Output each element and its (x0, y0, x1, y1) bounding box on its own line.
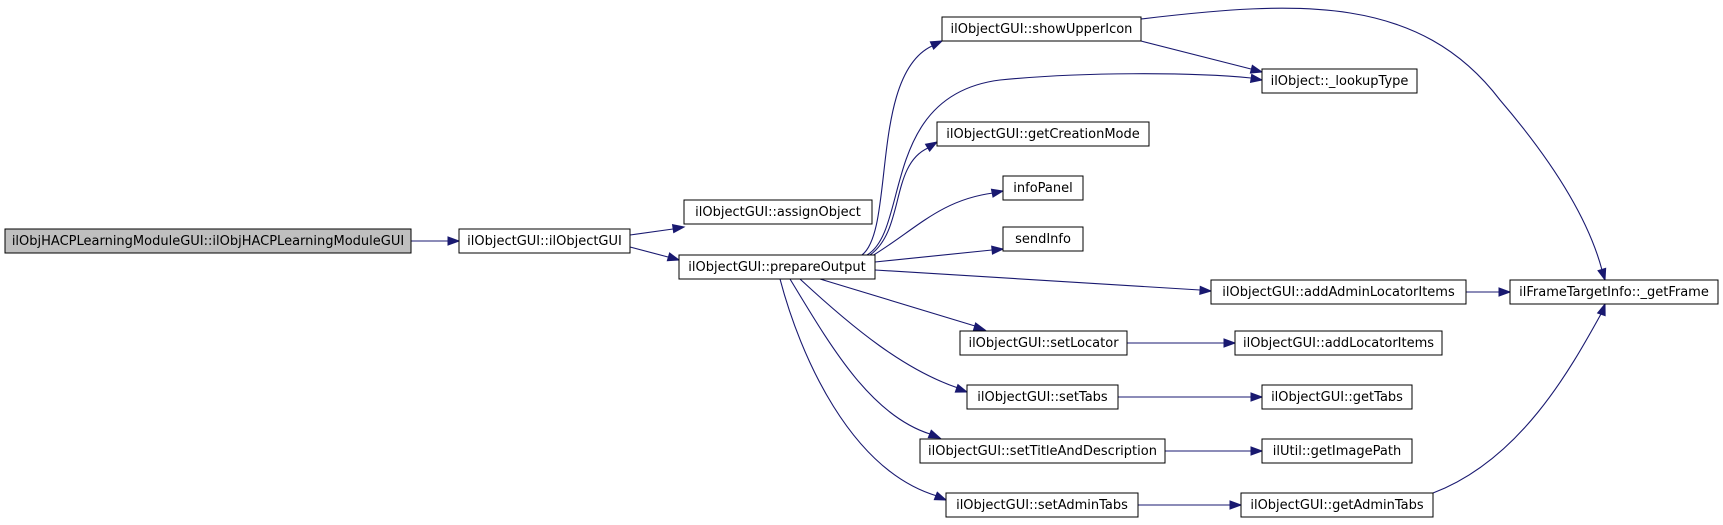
node-lookupType-label: ilObject::_lookupType (1271, 74, 1409, 89)
node-setTitle-label: ilObjectGUI::setTitleAndDescription (928, 444, 1157, 459)
edge-getAdminTabs-getFrame-arrowhead (1596, 302, 1606, 317)
edge-showUpper-lookupType (1140, 40, 1252, 70)
node-getAdminTabs-label: ilObjectGUI::getAdminTabs (1250, 498, 1424, 513)
node-showUpper-label: ilObjectGUI::showUpperIcon (951, 22, 1133, 37)
edge-root-ctor-arrowhead (447, 236, 461, 246)
node-setAdminTabs-label: ilObjectGUI::setAdminTabs (956, 498, 1128, 513)
node-ctor[interactable]: ilObjectGUI::ilObjectGUI (458, 228, 631, 254)
node-getTabs[interactable]: ilObjectGUI::getTabs (1261, 384, 1413, 410)
edge-prepare-setTitle (789, 278, 931, 435)
edge-getAdminTabs-getFrame (1432, 313, 1602, 494)
edge-ctor-assign-arrowhead (671, 224, 686, 234)
node-assign[interactable]: ilObjectGUI::assignObject (683, 199, 873, 225)
node-setTabs[interactable]: ilObjectGUI::setTabs (966, 384, 1119, 410)
node-ctor-label: ilObjectGUI::ilObjectGUI (467, 234, 622, 249)
edge-prepare-setTabs-arrowhead (954, 383, 969, 393)
node-imagePath[interactable]: ilUtil::getImagePath (1261, 438, 1413, 464)
edge-prepare-creationMode-arrowhead (924, 141, 939, 152)
node-getFrame[interactable]: ilFrameTargetInfo::_getFrame (1509, 279, 1719, 305)
node-creationMode[interactable]: ilObjectGUI::getCreationMode (936, 121, 1150, 147)
node-setAdminTabs[interactable]: ilObjectGUI::setAdminTabs (945, 492, 1139, 518)
node-getFrame-label: ilFrameTargetInfo::_getFrame (1519, 285, 1709, 300)
edge-setTitle-imagePath-arrowhead (1250, 446, 1264, 456)
node-root-label: ilObjHACPLearningModuleGUI::ilObjHACPLea… (12, 234, 404, 249)
node-sendInfo-label: sendInfo (1015, 232, 1071, 247)
edge-prepare-addAdminLocator-arrowhead (1199, 285, 1213, 296)
edge-prepare-setLocator (819, 278, 976, 327)
edge-addAdminLocator-getFrame-arrowhead (1498, 287, 1512, 297)
edge-prepare-infoPanel-arrowhead (990, 188, 1005, 198)
node-setTitle[interactable]: ilObjectGUI::setTitleAndDescription (919, 438, 1166, 464)
edge-prepare-creationMode (869, 147, 929, 256)
edge-showUpper-getFrame (1140, 7, 1603, 271)
node-creationMode-label: ilObjectGUI::getCreationMode (946, 127, 1140, 142)
node-addLocator[interactable]: ilObjectGUI::addLocatorItems (1234, 330, 1443, 356)
edge-prepare-setLocator-arrowhead (972, 322, 987, 332)
edge-setLocator-addLocator-arrowhead (1223, 338, 1237, 348)
edge-prepare-addAdminLocator (874, 269, 1201, 291)
edge-setAdminTabs-getAdminTabs-arrowhead (1229, 500, 1243, 510)
node-addLocator-label: ilObjectGUI::addLocatorItems (1243, 336, 1434, 351)
edge-setTabs-getTabs-arrowhead (1250, 392, 1264, 402)
edge-prepare-showUpper (861, 45, 933, 256)
edge-prepare-infoPanel (871, 192, 994, 257)
node-sendInfo[interactable]: sendInfo (1002, 226, 1084, 252)
edge-prepare-setAdminTabs (779, 278, 938, 497)
edge-showUpper-lookupType-arrowhead (1249, 64, 1264, 74)
node-setLocator[interactable]: ilObjectGUI::setLocator (959, 330, 1128, 356)
node-root[interactable]: ilObjHACPLearningModuleGUI::ilObjHACPLea… (4, 228, 412, 254)
edge-prepare-sendInfo-arrowhead (991, 245, 1005, 255)
node-infoPanel-label: infoPanel (1013, 181, 1072, 196)
node-addAdminLocator-label: ilObjectGUI::addAdminLocatorItems (1222, 285, 1455, 300)
node-setTabs-label: ilObjectGUI::setTabs (977, 390, 1108, 405)
edge-ctor-prepare (629, 246, 669, 258)
edge-prepare-lookupType (866, 73, 1252, 256)
edge-ctor-assign (629, 228, 674, 236)
node-getAdminTabs[interactable]: ilObjectGUI::getAdminTabs (1240, 492, 1434, 518)
node-setLocator-label: ilObjectGUI::setLocator (968, 336, 1119, 351)
node-addAdminLocator[interactable]: ilObjectGUI::addAdminLocatorItems (1210, 279, 1467, 305)
node-assign-label: ilObjectGUI::assignObject (695, 205, 861, 220)
call-edges (411, 7, 1607, 510)
node-prepare-label: ilObjectGUI::prepareOutput (688, 260, 866, 275)
edge-prepare-setTitle-arrowhead (927, 429, 942, 439)
node-prepare[interactable]: ilObjectGUI::prepareOutput (678, 254, 876, 280)
edge-ctor-prepare-arrowhead (666, 252, 681, 262)
edge-prepare-setAdminTabs-arrowhead (933, 491, 948, 501)
edge-prepare-sendInfo (874, 249, 993, 263)
node-lookupType[interactable]: ilObject::_lookupType (1261, 68, 1418, 94)
edge-showUpper-getFrame-arrowhead (1597, 267, 1607, 282)
edge-prepare-setTabs (799, 278, 959, 389)
edge-prepare-showUpper-arrowhead (929, 40, 944, 51)
node-infoPanel[interactable]: infoPanel (1002, 175, 1084, 201)
edge-prepare-lookupType-arrowhead (1249, 73, 1264, 83)
node-imagePath-label: ilUtil::getImagePath (1273, 444, 1401, 459)
node-showUpper[interactable]: ilObjectGUI::showUpperIcon (941, 16, 1142, 42)
node-getTabs-label: ilObjectGUI::getTabs (1271, 390, 1403, 405)
